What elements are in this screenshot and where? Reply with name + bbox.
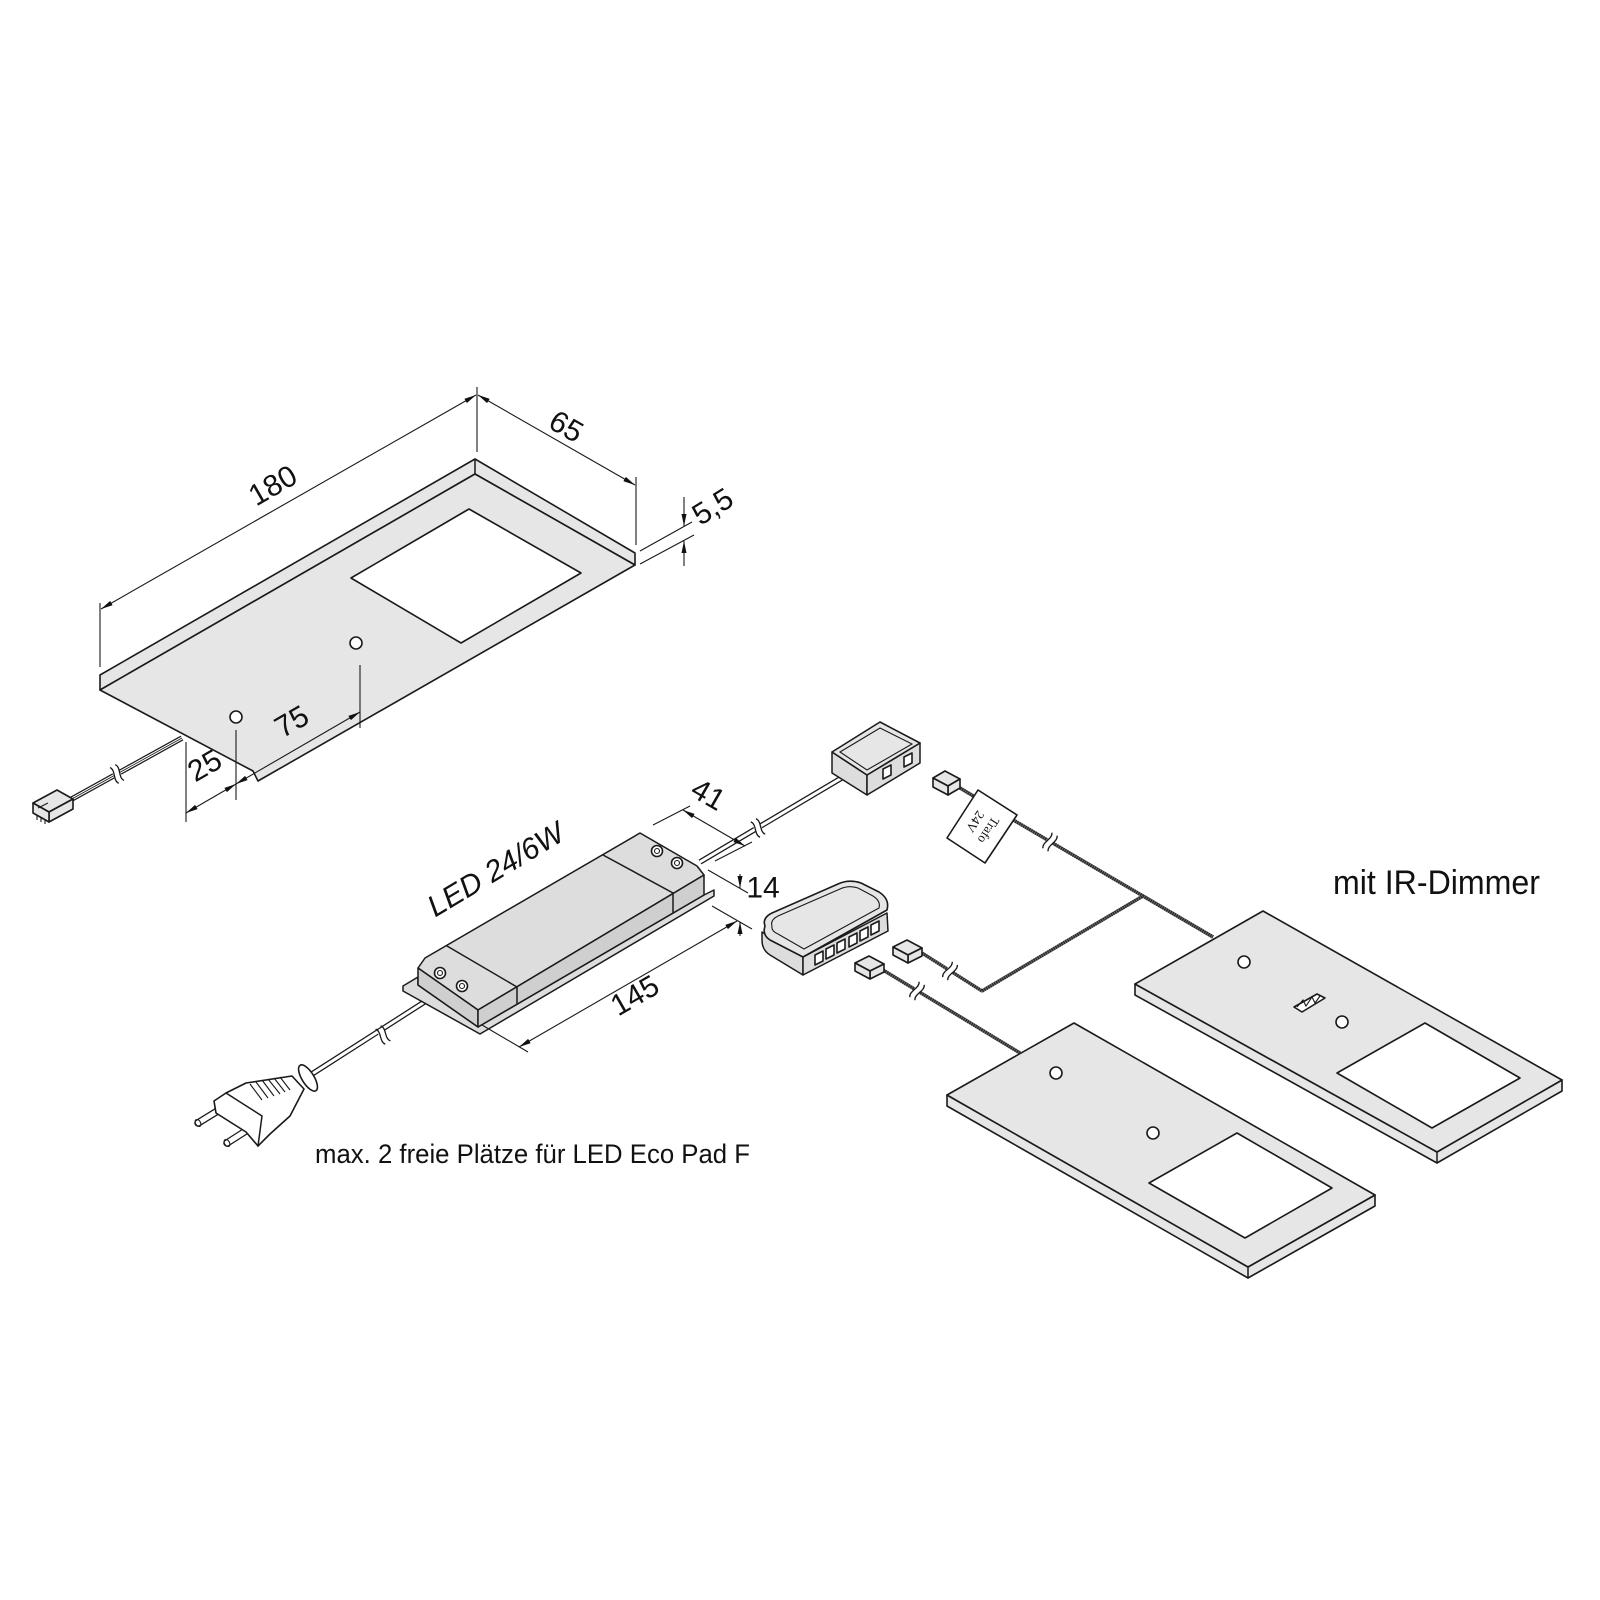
extension-line [711, 905, 753, 930]
ir-sensor-icon [1293, 993, 1326, 1013]
socket-icon [870, 920, 880, 936]
box-side-face [761, 931, 804, 976]
light-window [1336, 1022, 1521, 1129]
pad-wiring: Trafo 24V [854, 770, 1214, 1055]
extension-line [714, 841, 753, 862]
screw-icon [455, 979, 469, 993]
mounting-hole [1049, 1066, 1063, 1080]
mounting-hole [349, 636, 363, 650]
pad-wire-b [882, 968, 1021, 1055]
mounting-hole [1335, 1015, 1349, 1029]
tag-outline [946, 789, 1018, 864]
extension-line [639, 521, 693, 552]
mounting-hole [229, 710, 243, 724]
dim-label-driver-height: 14 [746, 872, 779, 905]
mounting-hole [1237, 955, 1251, 969]
dimension-line-driver-width [682, 809, 746, 847]
cable-fill [699, 774, 846, 864]
driver-dimension-lines [481, 805, 753, 1053]
driver-end-cap-line [602, 854, 674, 894]
box-top-rim [771, 886, 880, 950]
distributor-6-way [761, 880, 889, 976]
cable-fill [311, 990, 441, 1076]
plug-grip-hatch [249, 1076, 291, 1101]
dimension-line-width [477, 394, 636, 486]
socket-icon [814, 950, 824, 966]
extension-line [652, 805, 691, 826]
wire-connector [932, 770, 961, 796]
ir-sensor-hatch [1296, 995, 1321, 1008]
screw-icon [433, 966, 447, 980]
light-window [1148, 1132, 1333, 1239]
connector-pins [36, 802, 49, 824]
driver-end-cap-line [446, 945, 518, 988]
mounting-hole [1146, 1126, 1160, 1140]
dimension-line-driver-length [518, 920, 738, 1048]
screw-icon [670, 856, 684, 870]
cable-center-line [69, 737, 183, 801]
wire-connector [854, 955, 885, 980]
pad-cable [68, 735, 184, 803]
socket-icon [903, 752, 913, 768]
output-cable [698, 773, 847, 865]
dimension-line-hole-offset [185, 783, 237, 814]
led-pad-ir-dimmer [1134, 910, 1563, 1164]
junction-box-small [831, 721, 921, 796]
wire-connector [892, 939, 923, 964]
ir-dimmer-label: mit IR-Dimmer [1333, 864, 1540, 902]
capacity-note: max. 2 freie Plätze für LED Eco Pad F [315, 1139, 750, 1169]
led-pad-second [946, 1022, 1376, 1279]
dimension-line-length [100, 394, 477, 610]
mains-plug-icon [194, 1064, 319, 1148]
plug-collar [297, 1064, 319, 1092]
plug-body [213, 1075, 305, 1147]
pad-connector-plug [32, 789, 74, 824]
screw-icon [650, 844, 664, 858]
extension-line [639, 534, 695, 565]
box-top-rim [838, 727, 914, 771]
socket-icon [825, 944, 835, 960]
socket-icon [859, 926, 869, 942]
extension-line [481, 1024, 529, 1053]
box-top-face [763, 880, 889, 958]
pad-dimension-lines [99, 387, 695, 822]
socket-icon [882, 764, 892, 780]
plug-face-edge [225, 1092, 263, 1147]
dimension-line-hole-spacing [235, 711, 361, 785]
transformer-tag: Trafo 24V [946, 789, 1018, 864]
extension-line [707, 869, 749, 894]
led-pad-dimension-view: 180 65 5,5 75 25 [32, 387, 739, 824]
mains-cable [310, 989, 442, 1077]
socket-icon [848, 932, 858, 948]
socket-icon [836, 938, 846, 954]
connector-side [32, 802, 50, 823]
